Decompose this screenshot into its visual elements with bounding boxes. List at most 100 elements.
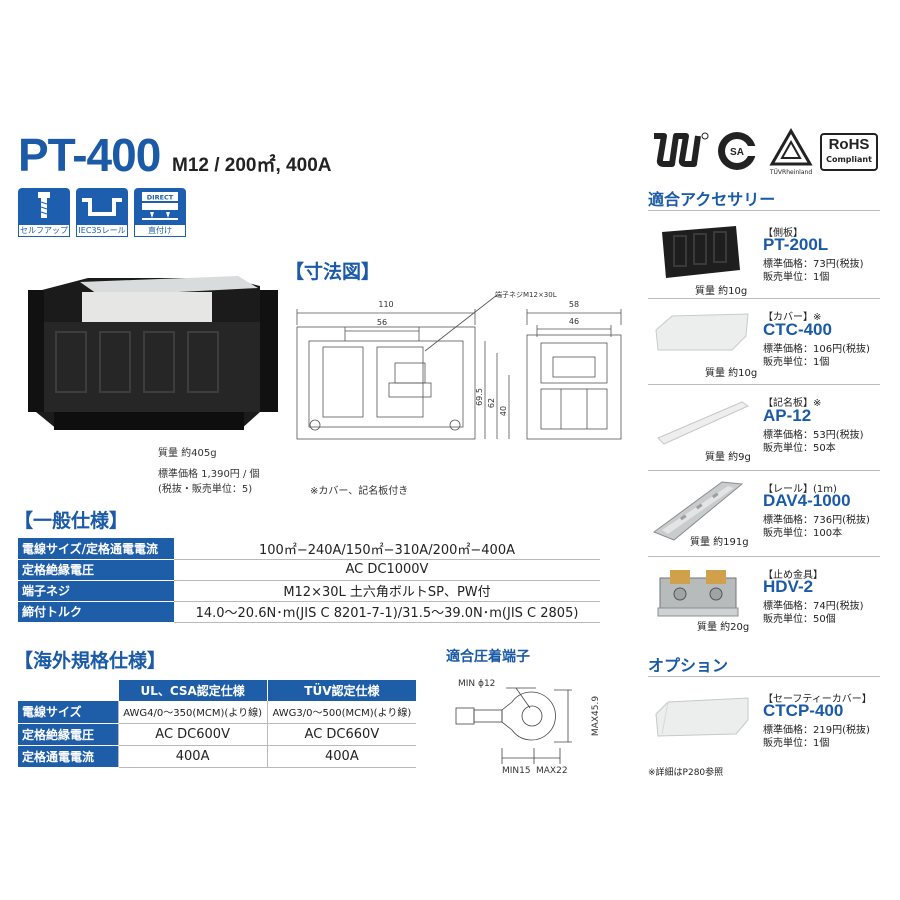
spec-value: AC DC1000V (174, 559, 600, 581)
spec-label: 定格通電電流 (18, 745, 118, 768)
svg-text:58: 58 (569, 300, 579, 309)
option-price: 標準価格：219円(税抜) (763, 725, 870, 736)
dimension-drawing: 110 56 端子ネジM12×30L 69.5 62 40 58 46 (285, 285, 640, 450)
product-price: 標準価格 1,390円 / 個 (158, 469, 260, 480)
feature-label: セルフアップ (18, 224, 70, 237)
svg-text:MAX22: MAX22 (536, 766, 568, 776)
accessory-weight: 質量 約191g (690, 537, 749, 548)
accessory-tag: 【記名板】※ (763, 398, 822, 409)
ul-recognized-logo (650, 130, 712, 174)
general-spec-heading: 【一般仕様】 (14, 510, 129, 532)
product-sales-unit: (税抜・販売単位：5) (158, 484, 253, 495)
accessory-tag: 【側板】 (763, 228, 803, 239)
spec-value: AC DC660V (266, 723, 416, 746)
accessory-price: 標準価格：73円(税抜) (763, 259, 864, 270)
spec-label: 電線サイズ/定格通電電流 (18, 538, 174, 560)
column-header: TÜV認定仕様 (266, 680, 416, 701)
table-row: 定格絶縁電圧 AC DC600V AC DC660V (18, 723, 416, 746)
intl-spec-table: UL、CSA認定仕様 TÜV認定仕様 電線サイズ AWG4/0〜350(MCM)… (18, 680, 416, 768)
accessory-price: 標準価格：74円(税抜) (763, 601, 864, 612)
crimp-heading: 適合圧着端子 (446, 649, 530, 665)
divider (648, 384, 880, 385)
column-header: UL、CSA認定仕様 (117, 680, 268, 701)
spec-label: 定格絶縁電圧 (18, 723, 118, 746)
accessory-name: PT-200L (763, 235, 829, 254)
feature-iec-rail: IEC35レール (76, 188, 128, 237)
rail-icon (76, 188, 128, 224)
accessory-name: DAV4-1000 (763, 491, 851, 510)
divider (648, 210, 880, 211)
option-unit: 販売単位：1個 (763, 738, 830, 749)
option-tag: 【セーフティーカバー】 (763, 694, 872, 705)
accessory-unit: 販売単位：1個 (763, 272, 830, 283)
product-photo (28, 262, 278, 440)
feature-self-up: セルフアップ (18, 188, 70, 237)
crimp-terminal-drawing: MIN ϕ12 MAX45.9 MIN15 MAX22 (450, 672, 601, 780)
ap-12-photo (654, 396, 754, 446)
spec-value: AWG4/0〜350(MCM)(より線) (117, 701, 268, 724)
pt-200l-photo (656, 222, 746, 280)
accessories-heading: 適合アクセサリー (648, 190, 776, 209)
spec-value: M12×30L 土六角ボルトSP、PW付 (174, 580, 600, 602)
accessory-price: 標準価格：736円(税抜) (763, 515, 870, 526)
dav4-1000-photo (652, 478, 744, 544)
spec-value: AWG3/0〜500(MCM)(より線) (266, 701, 416, 724)
csa-logo: SA (716, 130, 758, 176)
svg-text:端子ネジM12×30L: 端子ネジM12×30L (495, 290, 557, 299)
svg-text:110: 110 (378, 300, 393, 309)
direct-badge: DIRECT (147, 194, 174, 202)
svg-text:62: 62 (487, 398, 496, 408)
spec-value: 100㎡−240A/150㎡−310A/200㎡−400A (174, 538, 600, 560)
options-heading: オプション (648, 656, 729, 675)
ctcp-400-photo (652, 690, 752, 742)
ctc-400-photo (652, 310, 752, 354)
hdv-2-photo (652, 564, 744, 624)
dimension-heading: 【寸法図】 (285, 261, 381, 283)
accessory-price: 標準価格：106円(税抜) (763, 344, 870, 355)
product-subtitle: M12 / 200㎡, 400A (172, 155, 332, 176)
accessory-tag: 【カバー】※ (763, 312, 822, 323)
accessory-unit: 販売単位：50個 (763, 614, 836, 625)
spec-label: 締付トルク (18, 601, 174, 623)
divider (648, 556, 880, 557)
rohs-logo: RoHS Compliant (820, 133, 878, 171)
divider (648, 298, 880, 299)
spec-label: 定格絶縁電圧 (18, 559, 174, 581)
option-name: CTCP-400 (763, 701, 844, 720)
accessory-weight: 質量 約9g (705, 452, 751, 463)
feature-direct: DIRECT 直付け (134, 188, 186, 237)
svg-text:MIN ϕ12: MIN ϕ12 (458, 679, 495, 689)
table-row: 電線サイズ AWG4/0〜350(MCM)(より線) AWG3/0〜500(MC… (18, 701, 416, 724)
spec-value: 400A (266, 745, 416, 768)
spec-label: 電線サイズ (18, 701, 118, 724)
product-weight: 質量 約405g (158, 448, 217, 459)
accessory-unit: 販売単位：100本 (763, 528, 843, 539)
svg-text:MAX45.9: MAX45.9 (591, 696, 600, 736)
accessory-name: CTC-400 (763, 320, 832, 339)
feature-label: 直付け (134, 224, 186, 237)
accessory-unit: 販売単位：50本 (763, 443, 836, 454)
accessory-price: 標準価格：53円(税抜) (763, 430, 864, 441)
tuv-rheinland-logo: TÜVRheinland (768, 127, 814, 180)
options-note: ※詳細はP280参照 (648, 768, 724, 778)
intl-spec-heading: 【海外規格仕様】 (14, 650, 167, 672)
svg-text:TÜVRheinland: TÜVRheinland (769, 169, 812, 176)
accessory-name: HDV-2 (763, 577, 814, 596)
svg-text:69.5: 69.5 (475, 388, 484, 406)
accessory-tag: 【レール】(1m) (763, 484, 837, 495)
divider (648, 676, 880, 677)
accessory-tag: 【止め金具】 (763, 570, 823, 581)
spec-value: AC DC600V (117, 723, 268, 746)
svg-text:56: 56 (377, 318, 387, 327)
svg-text:SA: SA (730, 147, 744, 158)
accessory-name: AP-12 (763, 406, 812, 425)
spec-label: 端子ネジ (18, 580, 174, 602)
svg-text:40: 40 (499, 406, 508, 416)
product-title: PT-400 (18, 129, 161, 181)
svg-text:MIN15: MIN15 (502, 766, 531, 776)
table-header-row: UL、CSA認定仕様 TÜV認定仕様 (18, 680, 416, 701)
